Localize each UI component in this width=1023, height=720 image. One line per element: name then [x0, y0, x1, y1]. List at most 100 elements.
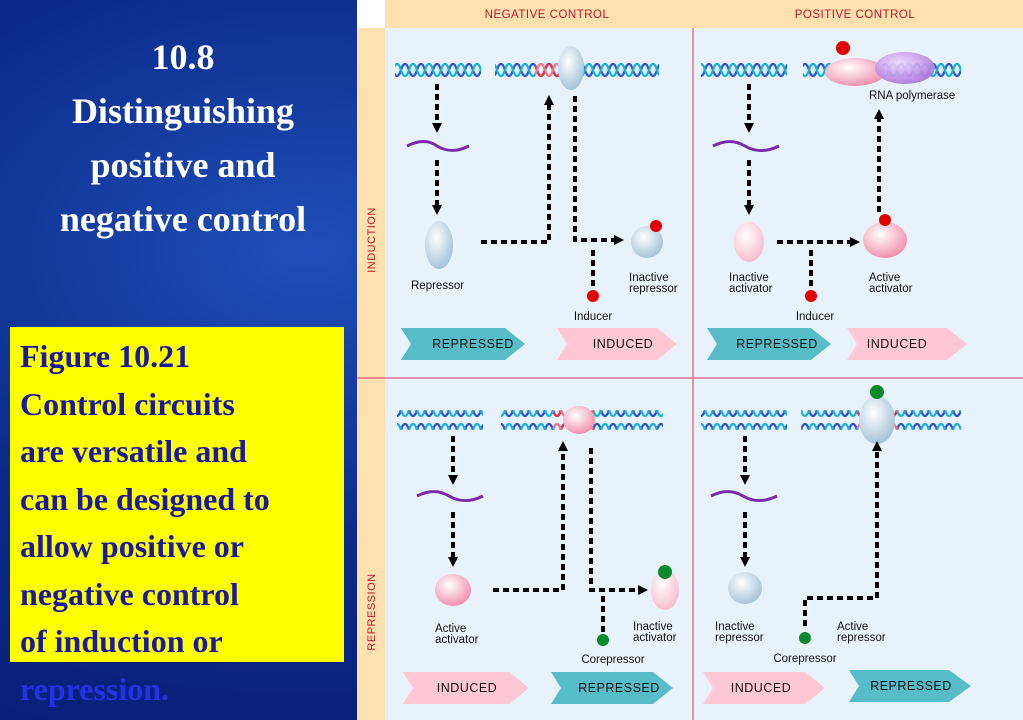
repressed-band-label: REPRESSED [870, 679, 952, 693]
inactive-activator-icon [651, 570, 679, 610]
header-negative-control: NEGATIVE CONTROL [485, 9, 610, 21]
figure-caption-box: Figure 10.21 Control circuits are versat… [10, 327, 344, 707]
bound-active-activator-icon [825, 58, 885, 86]
induced-band-label: INDUCED [867, 337, 927, 351]
mrna-strand [406, 140, 470, 152]
release-arrow [589, 448, 648, 595]
caption-line: of induction or [20, 623, 223, 659]
label-line: Active [435, 623, 466, 635]
bound-inducer-dot [836, 41, 850, 55]
repressed-band-label: REPRESSED [432, 337, 514, 351]
label-line: repressor [837, 632, 886, 644]
label-line: Inactive [729, 272, 769, 284]
bound-repressor-icon [558, 46, 584, 90]
panel-positive-induction: RNA polymerase Inactive activator Induce… [701, 41, 967, 360]
label-line: activator [869, 283, 913, 295]
bound-corepressor-dot [658, 565, 672, 579]
regulator-gene-dna [701, 410, 787, 430]
repressed-band-label: REPRESSED [578, 681, 660, 695]
corepressor-label: Corepressor [773, 653, 836, 665]
rna-polymerase-icon [875, 52, 935, 84]
inactive-repressor-icon [631, 226, 663, 258]
repressor-protein-icon [425, 221, 453, 269]
corepressor-dot [597, 634, 609, 646]
corepressor-dot [799, 632, 811, 644]
inactive-activator-label: Inactive activator [729, 272, 773, 295]
inactive-repressor-label: Inactive repressor [629, 272, 678, 295]
slide-title: 10.8 Distinguishing positive and negativ… [18, 30, 348, 246]
induced-band-label: INDUCED [593, 337, 653, 351]
active-activator-icon [435, 574, 471, 606]
caption-line-overflow: repression. [20, 670, 170, 707]
regulator-gene-dna [701, 58, 787, 78]
title-line: Distinguishing [71, 91, 295, 131]
corepressor-label: Corepressor [581, 654, 644, 666]
inducer-dot [805, 290, 817, 302]
caption-line: Figure 10.21 [20, 338, 191, 374]
label-line: activator [435, 634, 479, 646]
release-arrow [573, 96, 624, 245]
repressed-band-label: REPRESSED [736, 337, 818, 351]
label-line: Active [869, 272, 900, 284]
inducer-label: Inducer [796, 311, 835, 323]
panel-negative-repression: Active activator Corepressor Inactive ac… [397, 406, 679, 704]
figure-caption: Figure 10.21 Control circuits are versat… [20, 333, 334, 713]
label-line: repressor [629, 283, 678, 295]
row-label-induction: INDUCTION [366, 207, 378, 273]
repressed-band [707, 328, 831, 360]
title-line: positive and [90, 145, 276, 185]
caption-line: are versatile and [20, 433, 247, 469]
panel-negative-induction: Repressor Inducer Inactive repressor REP… [395, 46, 678, 360]
inactive-activator-label: Inactive activator [633, 621, 677, 644]
repressed-band [401, 328, 525, 360]
regulator-gene-dna [395, 58, 481, 78]
repressor-label: Repressor [411, 280, 464, 292]
caption-line: Control circuits [20, 385, 235, 422]
binding-arrow [803, 441, 882, 626]
label-line: repressor [715, 632, 764, 644]
inactive-activator-icon [734, 222, 764, 262]
bound-active-repressor-icon [859, 396, 895, 444]
corner-cell [357, 0, 385, 28]
rna-polymerase-label: RNA polymerase [869, 90, 955, 102]
mrna-strand [416, 490, 484, 502]
header-positive-control: POSITIVE CONTROL [795, 9, 916, 21]
label-line: activator [729, 283, 773, 295]
control-circuits-figure: NEGATIVE CONTROL POSITIVE CONTROL INDUCT… [357, 0, 1023, 720]
caption-line: allow positive or [20, 528, 244, 564]
inducer-label: Inducer [574, 311, 613, 323]
inactive-repressor-icon [728, 572, 762, 604]
bound-active-activator-icon [563, 406, 595, 434]
inactive-repressor-label: Inactive repressor [715, 621, 764, 644]
panel-positive-repression: Inactive repressor Corepressor Active re… [701, 385, 971, 704]
mrna-strand [712, 140, 780, 152]
inducer-dot [587, 290, 599, 302]
title-line: 10.8 [151, 37, 215, 77]
label-line: activator [633, 632, 677, 644]
row-header-strip [357, 0, 385, 720]
caption-line: can be designed to [20, 480, 270, 517]
induced-band-label: INDUCED [437, 681, 497, 695]
induced-band [403, 672, 529, 704]
label-line: Inactive [715, 621, 755, 633]
figure-svg: NEGATIVE CONTROL POSITIVE CONTROL INDUCT… [357, 0, 1023, 720]
active-activator-icon [863, 222, 907, 258]
panels-background [385, 28, 1023, 720]
title-line: negative control [59, 199, 307, 239]
induced-band [847, 328, 967, 360]
binding-arrow [493, 441, 568, 592]
active-activator-label: Active activator [869, 272, 913, 295]
bound-inducer-dot [650, 220, 662, 232]
regulator-gene-dna [397, 410, 483, 430]
row-label-repression: REPRESSION [366, 573, 378, 650]
induced-band-label: INDUCED [731, 681, 791, 695]
repressed-band [551, 672, 673, 704]
label-line: Inactive [633, 621, 673, 633]
induced-band [557, 328, 677, 360]
active-repressor-label: Active repressor [837, 621, 886, 644]
mrna-strand [710, 490, 778, 502]
binding-arrow [481, 95, 554, 244]
caption-line: negative control [20, 575, 239, 612]
bound-corepressor-dot [870, 385, 884, 399]
active-activator-label: Active activator [435, 623, 479, 646]
